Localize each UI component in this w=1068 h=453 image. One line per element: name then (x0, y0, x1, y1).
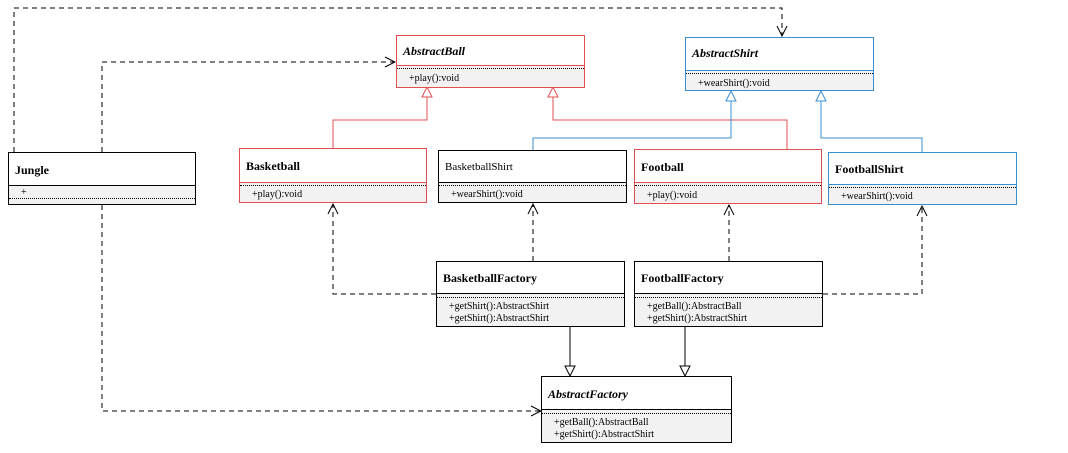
class-name: Football (641, 160, 684, 174)
operation: +getShirt():AbstractShirt (554, 429, 655, 440)
class-football-shirt[interactable]: FootballShirt +wearShirt():void (828, 152, 1017, 205)
class-football[interactable]: Football +play():void (634, 149, 822, 204)
class-basketball-shirt[interactable]: BasketballShirt +wearShirt():void (438, 150, 627, 203)
class-name: FootballFactory (641, 271, 724, 285)
basketball-to-abstractball-generalization (332, 87, 427, 148)
class-name: FootballShirt (835, 162, 904, 176)
class-name: Jungle (15, 163, 50, 177)
operation: +wearShirt():void (698, 78, 770, 89)
jungle-to-abstractball-dependency (101, 62, 395, 152)
class-name: Basketball (246, 159, 301, 173)
footballfactory-to-footballshirt-dependency (823, 206, 922, 295)
operation: +getShirt():AbstractShirt (647, 313, 748, 324)
operation: +play():void (409, 73, 460, 84)
operation: +getShirt():AbstractShirt (449, 301, 550, 312)
class-basketball[interactable]: Basketball +play():void (239, 148, 427, 203)
jungle-to-abstractshirt-dependency (13, 7, 782, 152)
operation: +getBall():AbstractBall (554, 417, 649, 428)
class-abstract-factory[interactable]: AbstractFactory +getBall():AbstractBall … (541, 376, 732, 443)
class-basketball-factory[interactable]: BasketballFactory +getShirt():AbstractSh… (436, 261, 625, 327)
class-name: BasketballFactory (443, 271, 537, 285)
operation: +wearShirt():void (841, 191, 913, 202)
class-abstract-ball[interactable]: AbstractBall +play():void (396, 35, 585, 88)
operation: +getBall():AbstractBall (647, 301, 742, 312)
jungle-to-abstractfactory-dependency (101, 205, 541, 411)
operation: +play():void (252, 189, 303, 200)
operation: +getShirt():AbstractShirt (449, 313, 550, 324)
operation: +play():void (647, 190, 698, 201)
operation: + (21, 187, 27, 198)
operation: +wearShirt():void (451, 189, 523, 200)
class-abstract-shirt[interactable]: AbstractShirt +wearShirt():void (685, 37, 874, 91)
class-name: BasketballShirt (445, 161, 513, 173)
class-name: AbstractBall (403, 44, 466, 58)
class-name: AbstractShirt (692, 46, 759, 60)
class-football-factory[interactable]: FootballFactory +getBall():AbstractBall … (634, 261, 823, 327)
football-to-abstractball-generalization (553, 87, 788, 149)
basketballfactory-to-basketball-dependency (333, 204, 436, 295)
class-jungle[interactable]: Jungle + (8, 152, 196, 205)
class-name: AbstractFactory (548, 387, 628, 401)
basketballshirt-to-abstractshirt-generalization (532, 91, 731, 150)
footballshirt-to-abstractshirt-generalization (821, 91, 923, 152)
